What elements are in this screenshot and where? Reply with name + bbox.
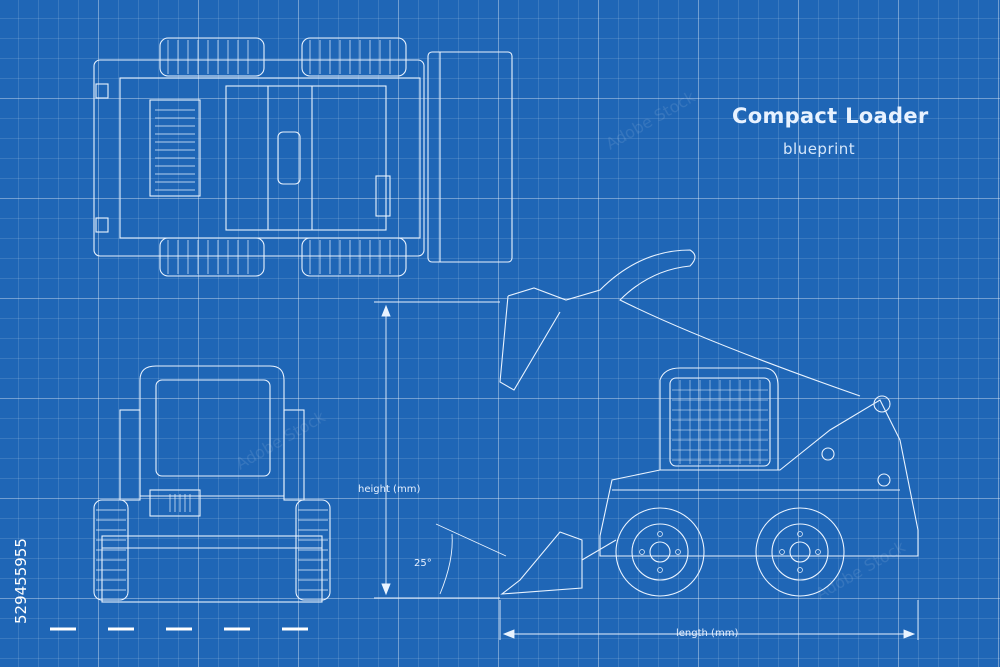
diagram-subtitle: blueprint — [783, 140, 856, 158]
watermark: Adobe Stock Adobe Stock Adobe Stock — [233, 87, 910, 604]
diagram-title: Compact Loader — [732, 104, 929, 128]
watermark-text: Adobe Stock — [603, 87, 700, 154]
stock-id-text: 529455955 — [12, 538, 30, 624]
front-view — [50, 365, 331, 631]
stock-id-vertical: 529455955 — [12, 538, 30, 624]
height-label: height (mm) — [358, 484, 421, 495]
angle-label: 25° — [414, 558, 432, 569]
top-view — [93, 37, 513, 277]
watermark-text: Adobe Stock — [233, 407, 330, 474]
side-view — [499, 249, 919, 597]
dimensions — [374, 301, 919, 640]
length-label: length (mm) — [676, 628, 739, 639]
